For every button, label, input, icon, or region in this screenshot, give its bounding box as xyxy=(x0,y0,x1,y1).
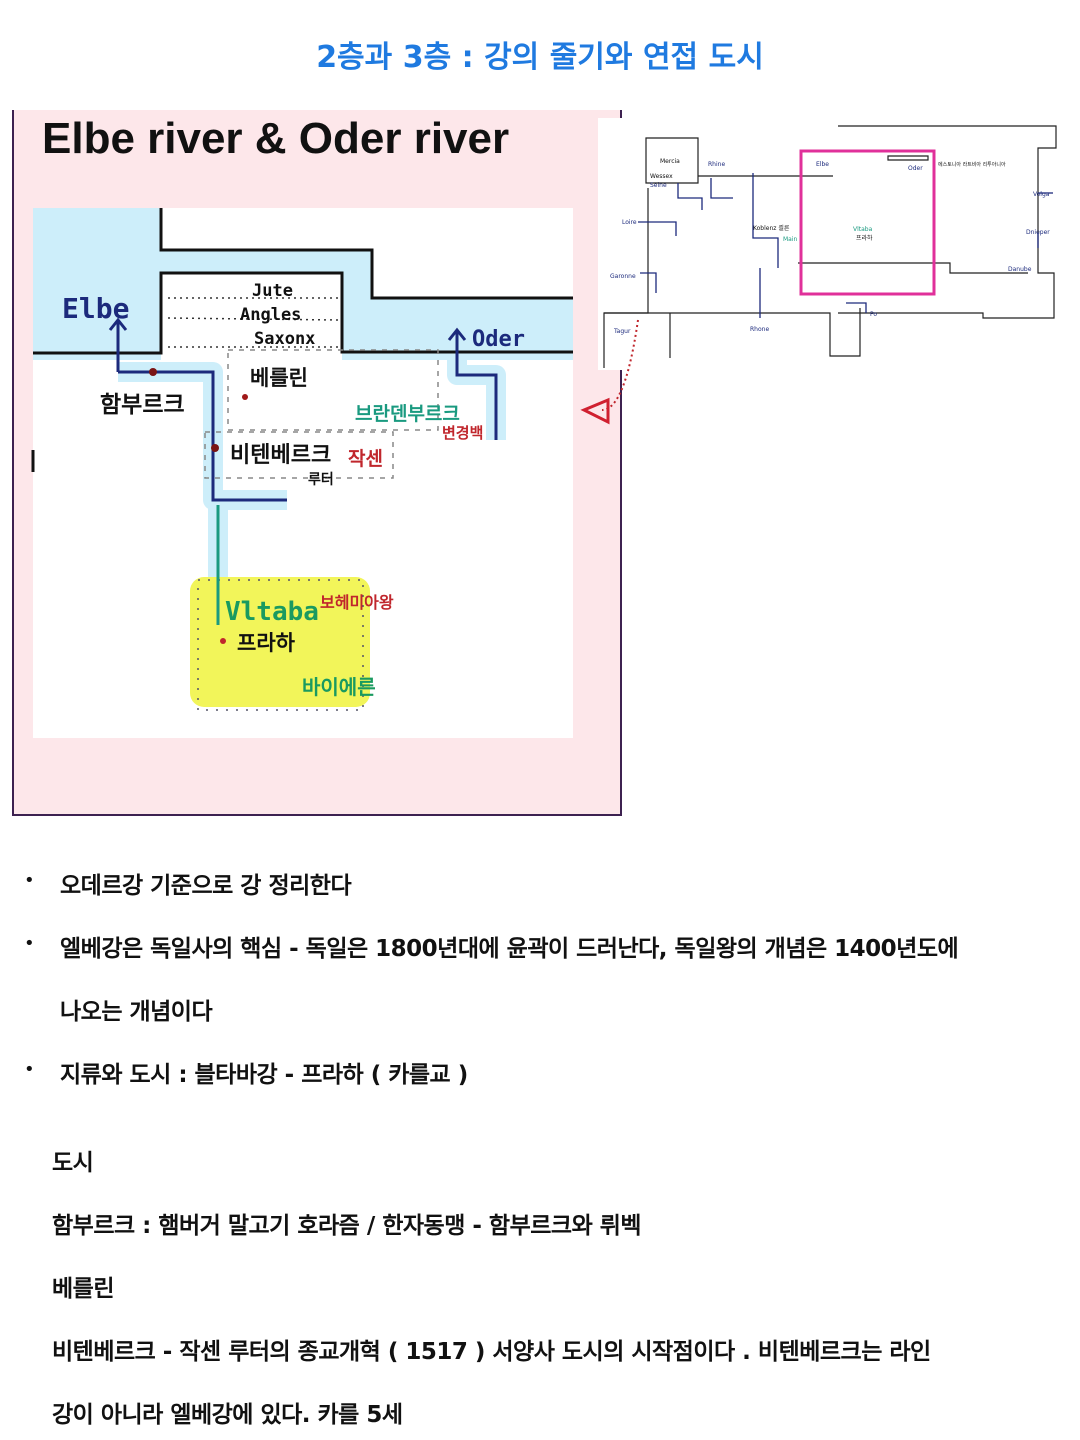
overview-coastlines xyxy=(603,125,1057,368)
overview-prague: 프라하 xyxy=(856,234,873,242)
elbe-river xyxy=(118,370,287,502)
elbe-oder-sketch-map: Elbe Oder Jute Angles Saxonx 함부르크 베를린 브란… xyxy=(30,200,590,740)
elbe-label: Elbe xyxy=(62,292,129,325)
prague-label: 프라하 xyxy=(237,631,296,655)
bullet-text: 엘베강은 독일사의 핵심 - 독일은 1800년대에 윤곽이 드러난다, 독일왕… xyxy=(60,936,959,962)
zoom-connector xyxy=(580,319,639,425)
overview-danube: Danube xyxy=(1008,266,1032,273)
berlin-label: 베를린 xyxy=(250,366,308,390)
oder-label: Oder xyxy=(472,327,525,352)
city-line: 비텐베르크 - 작센 루터의 종교개혁 ( 1517 ) 서양사 도시의 시작점… xyxy=(52,1339,931,1365)
overview-oder: Oder xyxy=(908,165,923,172)
brandenburg-label: 브란덴부르크 xyxy=(355,403,460,425)
overview-rhone: Rhone xyxy=(750,326,769,333)
overview-dnieper: Dnieper xyxy=(1026,229,1050,236)
europe-overview-map: Elbe Oder Rhine Seine Loire Garonne Tagu… xyxy=(598,118,1060,370)
coastline-north xyxy=(159,208,573,300)
hamburg-label: 함부르크 xyxy=(100,392,185,418)
wittenberg-dot xyxy=(211,444,219,452)
wittenberg-label: 비텐베르크 xyxy=(230,443,331,468)
bullet-continuation: 나오는 개념이다 xyxy=(60,999,213,1025)
highlight-box xyxy=(799,149,936,296)
tribe-dividers xyxy=(167,297,339,348)
arrowhead-icon xyxy=(580,397,610,425)
prague-dot xyxy=(220,638,226,644)
bavaria-label: 바이에른 xyxy=(302,675,376,699)
overview-baltic: 에스토니아 라트비아 리투아니아 xyxy=(938,161,1006,168)
coastline-south xyxy=(33,271,573,355)
overview-wessex: Wessex xyxy=(650,173,673,180)
overview-seine: Seine xyxy=(650,182,667,189)
bohemia-area xyxy=(190,577,370,707)
overview-rivers xyxy=(638,173,1053,318)
bohemia-king-label: 보헤미아왕 xyxy=(320,593,394,612)
berlin-dot xyxy=(242,394,248,400)
bullet-icon: • xyxy=(24,870,35,891)
luther-label: 루터 xyxy=(308,472,334,488)
bullet-icon: • xyxy=(24,933,35,954)
margrave-label: 변경백 xyxy=(442,424,483,442)
overview-garonne: Garonne xyxy=(610,273,636,280)
bullet-icon: • xyxy=(24,1059,35,1080)
overview-loire: Loire xyxy=(622,219,637,226)
overview-volga: Volga xyxy=(1033,191,1050,198)
sea-area xyxy=(33,208,573,360)
city-line: 강이 아니라 엘베강에 있다. 카를 5세 xyxy=(52,1402,403,1428)
bullet-text: 오데르강 기준으로 강 정리한다 xyxy=(60,873,352,899)
overview-mercia: Mercia xyxy=(660,158,680,165)
city-line: 함부르크 : 햄버거 말고기 호라즘 / 한자동맹 - 함부르크와 뤼벡 xyxy=(52,1213,642,1239)
bullet-text: 지류와 도시 : 블타바강 - 프라하 ( 카를교 ) xyxy=(60,1062,468,1088)
saxonx-label: Saxonx xyxy=(254,329,315,349)
city-line: 베를린 xyxy=(52,1276,114,1302)
overview-po: Po xyxy=(870,311,877,318)
vltava-label: Vltaba xyxy=(225,597,319,627)
saxony-label: 작센 xyxy=(348,448,383,470)
brandenburg-boundary xyxy=(227,349,439,431)
panel-heading: Elbe river & Oder river xyxy=(42,114,510,163)
angles-label: Angles xyxy=(240,305,301,325)
overview-elbe: Elbe xyxy=(816,161,829,168)
page-title: 2층과 3층 : 강의 줄기와 연접 도시 xyxy=(316,40,764,75)
overview-tagus: Tagur xyxy=(613,328,631,335)
overview-vltava: Vltaba xyxy=(853,226,873,233)
jute-label: Jute xyxy=(252,281,293,301)
saxony-boundary xyxy=(204,431,394,479)
hamburg-dot xyxy=(149,368,157,376)
dotted-connector-line xyxy=(601,319,639,411)
bohemia-boundary xyxy=(197,579,364,711)
oder-river xyxy=(447,327,498,440)
elbe-arrow xyxy=(108,317,128,372)
cities-heading: 도시 xyxy=(52,1150,94,1176)
overview-koblenz: Koblenz 쾰른 xyxy=(753,224,790,232)
overview-main: Main xyxy=(783,236,798,243)
overview-rhine: Rhine xyxy=(708,161,725,168)
